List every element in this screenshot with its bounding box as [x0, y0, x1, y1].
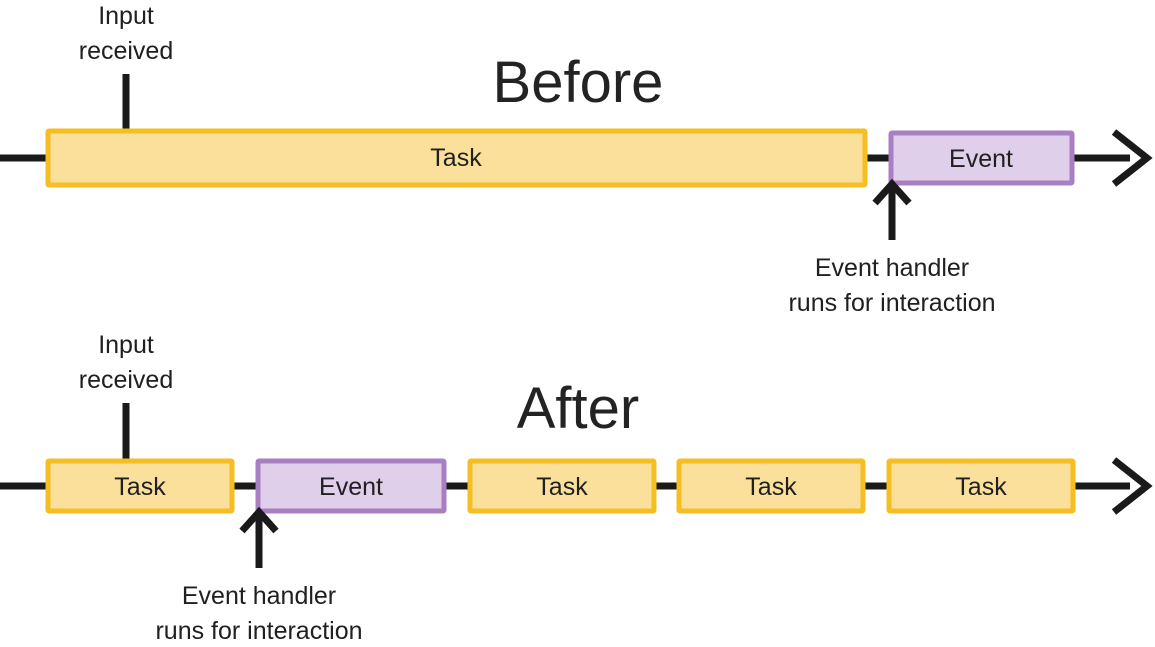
before-task-box [45, 128, 868, 188]
after-task-label-1: Task [114, 473, 166, 501]
after-task-box-4 [886, 458, 1076, 514]
after-section: After Input received Task Event Task [0, 331, 1153, 645]
after-handler-annotation-line2: runs for interaction [155, 617, 362, 645]
after-task-box-3 [676, 458, 866, 514]
before-event-box [888, 130, 1075, 186]
after-event-block: Event [255, 458, 447, 514]
before-task-block: Task [45, 128, 868, 188]
after-event-box [255, 458, 447, 514]
after-handler-arrow-head-icon [239, 506, 279, 534]
after-task-block-4: Task [886, 458, 1076, 514]
after-task-label-3: Task [745, 473, 797, 501]
after-task-label-4: Task [955, 473, 1007, 501]
after-input-annotation-line1: Input [98, 331, 154, 359]
after-handler-annotation-line1: Event handler [182, 582, 336, 610]
after-task-block-1: Task [45, 458, 235, 514]
before-event-block: Event [888, 130, 1075, 186]
before-section: Before Input received Task Event Event h… [0, 2, 1153, 317]
before-input-annotation-line1: Input [98, 2, 154, 30]
after-task-block-3: Task [676, 458, 866, 514]
after-event-label: Event [319, 473, 383, 501]
before-handler-annotation-line1: Event handler [815, 254, 969, 282]
before-handler-arrow-head-icon [872, 178, 912, 206]
before-input-annotation-line2: received [79, 37, 174, 65]
before-title: Before [493, 50, 664, 115]
after-title: After [517, 376, 640, 441]
before-handler-annotation-line2: runs for interaction [788, 289, 995, 317]
before-event-label: Event [949, 145, 1013, 173]
after-input-annotation-line2: received [79, 366, 174, 394]
after-task-label-2: Task [536, 473, 588, 501]
before-timeline-arrow-head-icon [1111, 129, 1153, 187]
before-task-label: Task [430, 144, 482, 172]
after-task-block-2: Task [467, 458, 657, 514]
after-timeline-arrow-head-icon [1111, 457, 1153, 515]
after-task-box-1 [45, 458, 235, 514]
after-task-box-2 [467, 458, 657, 514]
